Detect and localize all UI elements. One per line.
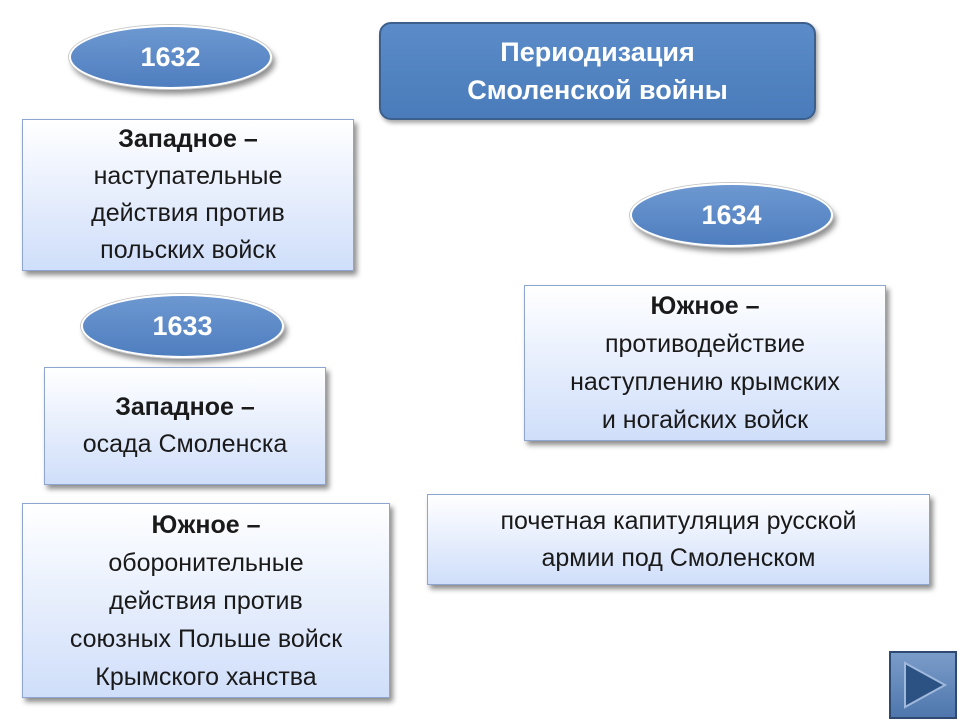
box-line: противодействие	[604, 330, 806, 358]
box-line: действия против	[109, 586, 303, 615]
year-1633-label: 1633	[152, 310, 213, 341]
box-line: Крымского ханства	[95, 662, 317, 691]
page-title: Периодизация Смоленской войны	[379, 22, 816, 120]
page-title-line-2: Смоленской войны	[467, 75, 728, 105]
box-line: армии под Смоленском	[541, 543, 816, 572]
next-slide-button[interactable]	[889, 651, 957, 719]
box-heading: Западное –	[115, 393, 255, 421]
year-1634-oval: 1634	[630, 183, 833, 247]
box-line: почетная капитуляция русской	[500, 506, 857, 535]
box-line: наступлению крымских	[570, 368, 840, 396]
box-line: действия против	[91, 199, 285, 227]
page-title-line-1: Периодизация	[500, 37, 695, 67]
west-1633-box: Западное – осада Смоленска	[44, 367, 326, 485]
year-1633-oval: 1633	[81, 294, 284, 358]
box-line: осада Смоленска	[82, 430, 288, 458]
year-1632-oval: 1632	[69, 25, 272, 89]
west-1632-box: Западное – наступательные действия проти…	[22, 119, 354, 271]
box-line: наступательные	[93, 162, 283, 190]
box-heading: Западное –	[118, 125, 258, 153]
south-1634-box: Южное – противодействие наступлению крым…	[524, 285, 886, 441]
box-line: союзных Польше войск	[69, 624, 343, 653]
box-line: польских войск	[100, 236, 276, 264]
capitulation-box: почетная капитуляция русской армии под С…	[427, 494, 930, 585]
year-1632-label: 1632	[140, 41, 201, 72]
box-heading: Южное –	[650, 292, 760, 320]
box-line: оборонительные	[108, 548, 304, 577]
play-triangle-icon	[904, 661, 948, 709]
box-line: и ногайских войск	[601, 406, 809, 434]
south-1633-box: Южное – оборонительные действия против с…	[22, 503, 390, 698]
box-heading: Южное –	[151, 510, 261, 539]
year-1634-label: 1634	[701, 199, 762, 230]
